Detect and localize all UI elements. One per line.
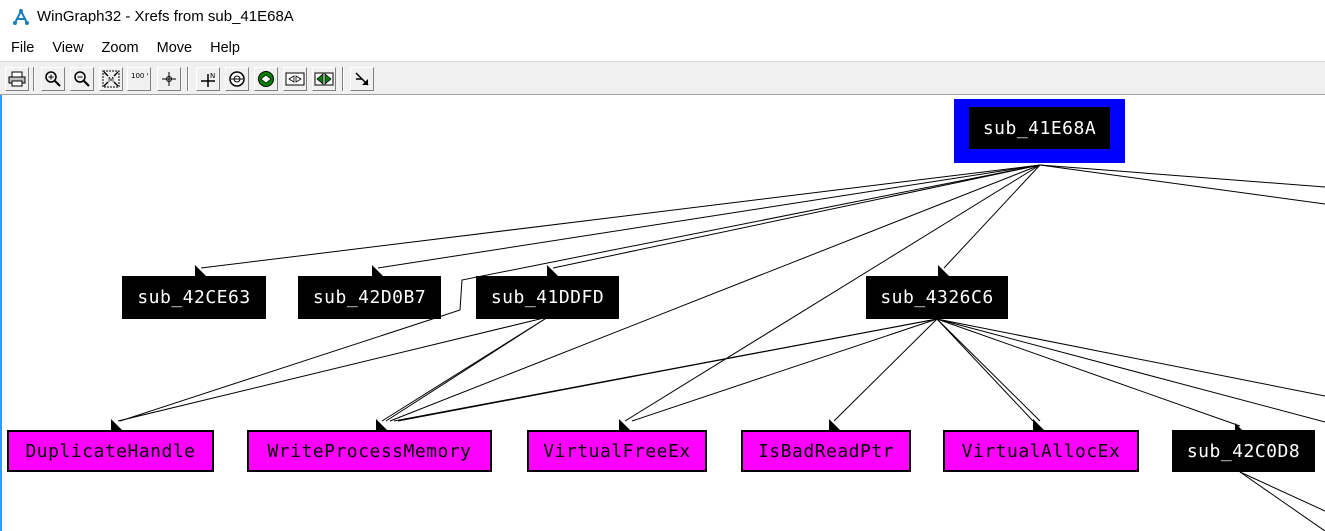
edge-arrowhead	[829, 419, 840, 430]
graph-edge	[552, 164, 1041, 269]
svg-text:100 %: 100 %	[131, 72, 148, 80]
orientation-button[interactable]: N	[196, 67, 220, 91]
menu-view[interactable]: View	[52, 40, 84, 56]
edge-pointer-button[interactable]	[350, 67, 374, 91]
graph-edge	[833, 318, 938, 422]
graph-node-sub_41DDFD[interactable]: sub_41DDFD	[476, 276, 619, 319]
graph-node-WriteProcessMemory[interactable]: WriteProcessMemory	[247, 430, 492, 472]
edge-arrowhead	[547, 265, 558, 276]
svg-text:N: N	[210, 72, 215, 80]
zoom-100-percent-icon: 100 %	[131, 72, 148, 80]
layout-circle-button[interactable]	[254, 67, 278, 91]
svg-text:M: M	[108, 76, 114, 84]
edge-arrowhead	[195, 265, 206, 276]
fit-to-window-icon: M	[102, 70, 120, 88]
graph-edge	[117, 316, 549, 422]
graph-edge	[389, 164, 1041, 422]
layout-arrows-icon	[285, 72, 305, 86]
graph-edge	[936, 318, 1241, 427]
edge-arrowhead	[111, 419, 122, 430]
layout-box-button[interactable]	[312, 67, 336, 91]
window-left-border	[0, 95, 2, 531]
toolbar-separator	[342, 67, 344, 91]
edge-arrowhead	[938, 265, 949, 276]
graph-node-sub_42D0B7[interactable]: sub_42D0B7	[298, 276, 441, 319]
graph-edges	[111, 164, 1325, 531]
toolbar-separator	[33, 67, 35, 91]
graph-node-sub_42CE63[interactable]: sub_42CE63	[122, 276, 266, 319]
layout-arrows-button[interactable]	[283, 67, 307, 91]
menu-bar: File View Zoom Move Help	[0, 37, 1325, 59]
graph-edge	[936, 318, 1325, 423]
graph-edge	[397, 318, 938, 422]
zoom-out-icon	[74, 71, 90, 87]
graph-edge	[119, 164, 1041, 422]
graph-node-root[interactable]: sub_41E68A	[954, 99, 1125, 163]
graph-edge	[385, 316, 549, 422]
menu-help[interactable]: Help	[210, 40, 240, 56]
graph-edge	[936, 318, 1034, 422]
toolbar: M 100 % N	[0, 61, 1325, 95]
graph-edge	[631, 318, 938, 422]
graph-edge	[200, 164, 1041, 269]
menu-move[interactable]: Move	[156, 40, 193, 56]
zoom-in-button[interactable]	[41, 67, 65, 91]
graph-node-root-label: sub_41E68A	[969, 107, 1110, 149]
center-button[interactable]	[157, 67, 181, 91]
graph-edge	[943, 164, 1041, 269]
menu-file[interactable]: File	[11, 40, 35, 56]
graph-edge	[936, 318, 1325, 397]
edge-arrowhead	[372, 265, 383, 276]
print-button[interactable]	[5, 67, 29, 91]
wingraph-app-icon	[13, 9, 29, 25]
edge-arrowhead	[619, 419, 630, 430]
graph-edge	[1239, 471, 1325, 531]
title-bar: WinGraph32 - Xrefs from sub_41E68A	[0, 0, 1325, 34]
center-crosshair-icon	[162, 72, 176, 86]
graph-node-sub_4326C6[interactable]: sub_4326C6	[866, 276, 1008, 319]
layout-green-circle-icon	[258, 71, 274, 87]
graph-node-VirtualFreeEx[interactable]: VirtualFreeEx	[527, 430, 707, 472]
graph-node-VirtualAllocEx[interactable]: VirtualAllocEx	[943, 430, 1139, 472]
graph-edge	[1239, 471, 1325, 512]
graph-edge	[624, 164, 1041, 422]
edge-arrowhead	[1033, 419, 1044, 430]
graph-edge	[1039, 164, 1325, 188]
fit-window-button[interactable]: M	[99, 67, 123, 91]
window-title: WinGraph32 - Xrefs from sub_41E68A	[37, 8, 294, 25]
graph-edge	[936, 318, 1041, 422]
graph-node-IsBadReadPtr[interactable]: IsBadReadPtr	[741, 430, 911, 472]
graph-node-sub_42C0D8[interactable]: sub_42C0D8	[1172, 430, 1315, 472]
zoom-in-icon	[45, 71, 61, 87]
compass-button[interactable]	[225, 67, 249, 91]
layout-green-box-icon	[314, 72, 334, 86]
graph-canvas[interactable]: sub_41E68A sub_42CE63 sub_42D0B7 sub_41D…	[0, 95, 1325, 531]
graph-edge	[377, 164, 1041, 269]
zoom-out-button[interactable]	[70, 67, 94, 91]
edge-arrowhead	[376, 419, 387, 430]
menu-zoom[interactable]: Zoom	[101, 40, 139, 56]
edge-pointer-icon	[355, 72, 369, 86]
toolbar-separator	[187, 67, 189, 91]
compass-icon	[229, 71, 245, 87]
north-orientation-icon: N	[201, 72, 215, 87]
graph-edge	[1039, 164, 1325, 205]
print-icon	[8, 71, 26, 87]
graph-node-DuplicateHandle[interactable]: DuplicateHandle	[7, 430, 214, 472]
zoom-100-button[interactable]: 100 %	[127, 67, 151, 91]
